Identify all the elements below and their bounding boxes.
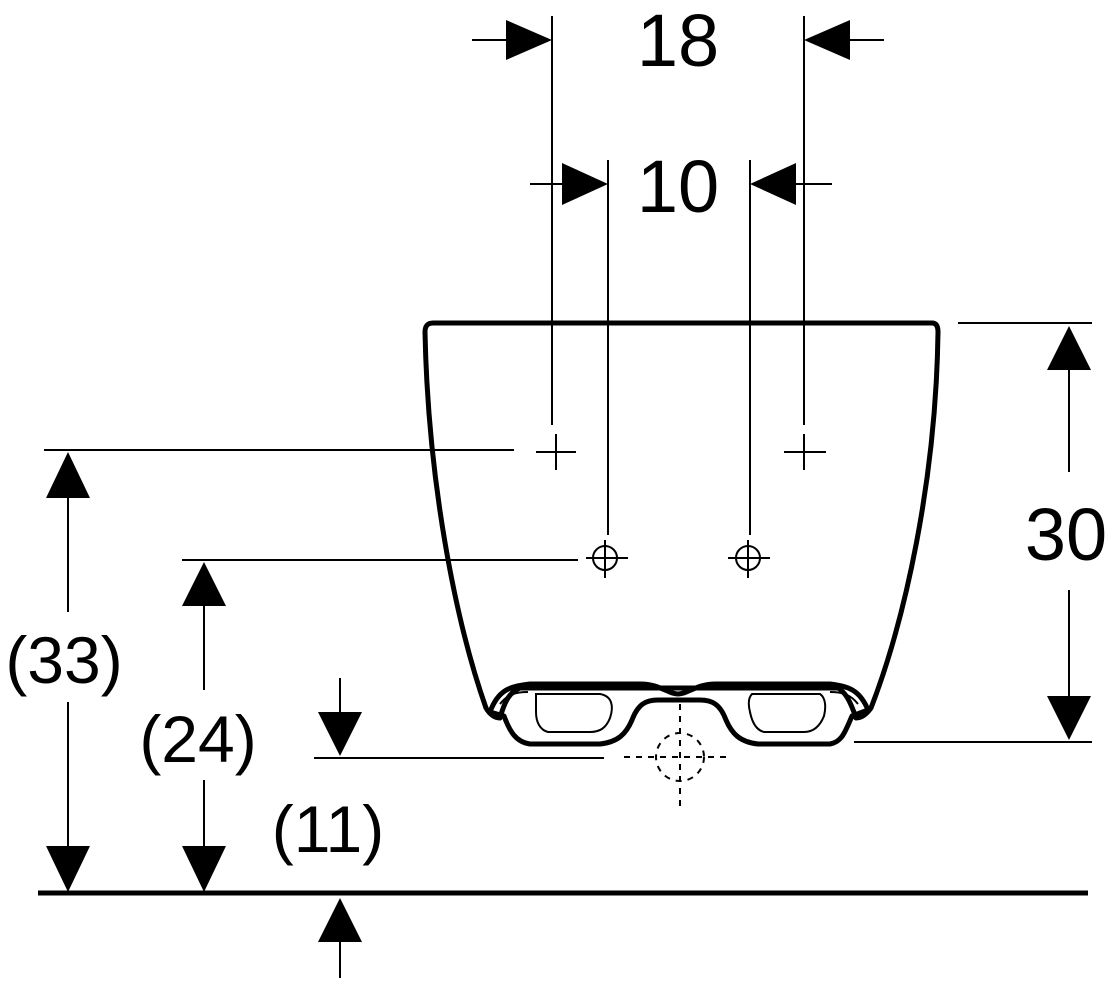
dimension-10: 10 — [530, 145, 832, 535]
outlet-rim — [487, 681, 871, 747]
dimension-33: (33) — [5, 449, 514, 892]
arrow-18-right — [804, 20, 850, 60]
dimension-18: 18 — [472, 0, 884, 425]
dimension-11: (11) — [272, 678, 604, 978]
arrow-18-left — [506, 20, 552, 60]
label-33: (33) — [5, 623, 122, 697]
arrow-10-right — [750, 163, 796, 205]
fixture-body — [422, 320, 941, 721]
label-11: (11) — [272, 792, 384, 866]
rim-recess-right — [747, 693, 827, 733]
rim-inner-right — [829, 691, 859, 705]
arrow-24-top — [182, 562, 226, 606]
arrow-30-top — [1047, 326, 1091, 370]
label-10: 10 — [637, 145, 719, 228]
arrow-33-bottom — [46, 846, 90, 892]
arrow-24-bottom — [182, 846, 226, 892]
arrow-11-top — [318, 712, 362, 756]
outlet-center — [624, 704, 728, 812]
label-24: (24) — [139, 702, 256, 776]
rim-recess-left — [535, 693, 613, 733]
dimension-24: (24) — [139, 559, 578, 892]
label-30: 30 — [1025, 493, 1107, 576]
label-18: 18 — [637, 0, 719, 82]
upper-fixing-points — [530, 183, 826, 470]
dimension-30: 30 — [854, 322, 1107, 743]
fixture-outline — [422, 320, 941, 747]
arrow-33-top — [46, 452, 90, 498]
arrow-10-left — [562, 163, 608, 205]
lower-fixing-points — [586, 540, 770, 578]
arrow-30-bottom — [1047, 696, 1091, 740]
rim-inner-left — [499, 691, 529, 705]
arrow-11-bottom — [318, 898, 362, 942]
